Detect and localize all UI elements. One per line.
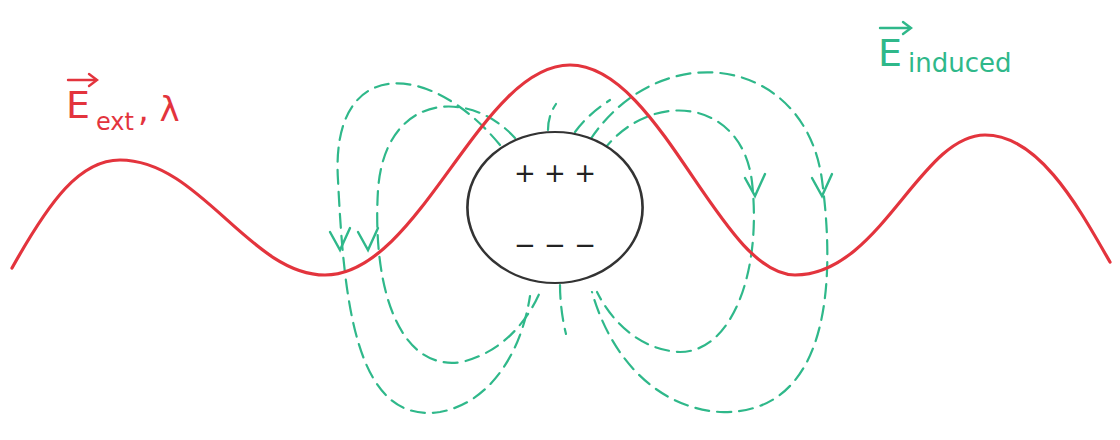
induced-field-lines xyxy=(338,72,828,413)
charged-sphere: + + + − − − xyxy=(465,130,645,285)
field-symbol: E xyxy=(66,86,90,124)
negative-charges: − − − xyxy=(465,230,645,260)
field-symbol: E xyxy=(878,34,902,72)
subscript: induced xyxy=(908,50,1011,76)
external-wave xyxy=(12,65,1110,275)
subscript: ext xyxy=(96,110,134,134)
vector-arrows xyxy=(68,22,911,86)
wavelength-label: , λ xyxy=(138,92,180,126)
sphere-outline xyxy=(465,130,645,285)
positive-charges: + + + xyxy=(465,158,645,188)
